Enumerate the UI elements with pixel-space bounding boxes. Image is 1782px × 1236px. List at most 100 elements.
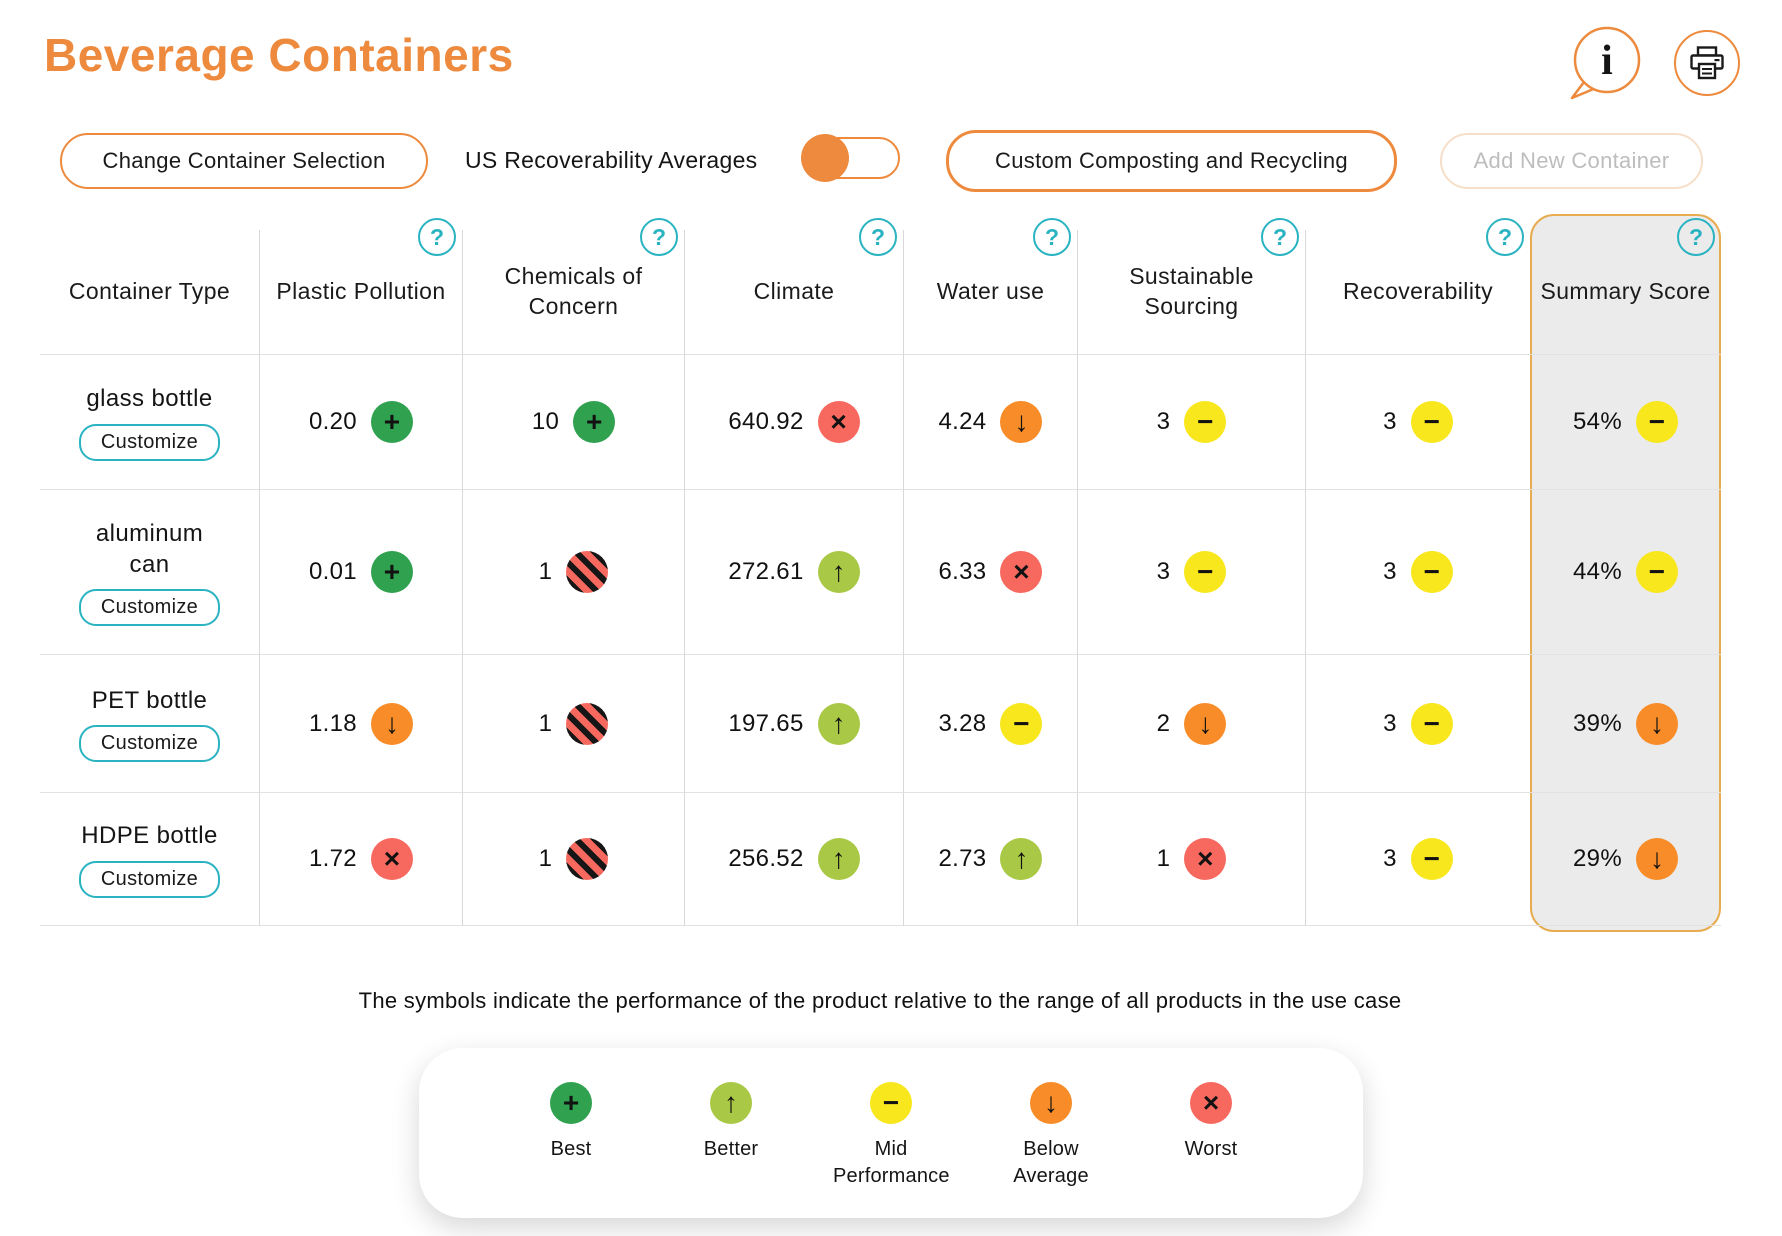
status-icon-below: ↓ bbox=[1635, 838, 1678, 880]
help-icon[interactable]: ? bbox=[640, 218, 678, 256]
cell-value: 1 bbox=[538, 845, 553, 872]
cell-value: 0.20 bbox=[309, 408, 357, 435]
help-icon[interactable]: ? bbox=[1261, 218, 1299, 256]
value-cell-water: 6.33× bbox=[903, 490, 1077, 655]
summary-score-highlight bbox=[1530, 214, 1721, 932]
status-icon-best: + bbox=[370, 401, 413, 443]
legend-card: +Best↑Better−Mid Performance↓Below Avera… bbox=[419, 1048, 1363, 1218]
us-recoverability-toggle-label: US Recoverability Averages bbox=[465, 147, 758, 173]
column-header-label: Plastic Pollution bbox=[276, 278, 446, 305]
cell-value: 4.24 bbox=[938, 408, 987, 435]
cell-value: 1 bbox=[538, 709, 553, 737]
legend-label: Best bbox=[550, 1138, 592, 1160]
value-cell-plastic: 0.01+ bbox=[259, 490, 462, 655]
status-icon-worst: × bbox=[370, 838, 413, 880]
legend-label: Worst bbox=[1184, 1138, 1238, 1160]
legend-label: Mid Performance bbox=[833, 1138, 950, 1187]
status-icon-mid: − bbox=[1184, 551, 1227, 593]
help-icon[interactable]: ? bbox=[1486, 218, 1524, 256]
cell-value: 29% bbox=[1573, 845, 1622, 872]
toggle-knob[interactable] bbox=[801, 134, 849, 182]
legend-item-mid: − Mid Performance bbox=[811, 1082, 971, 1190]
status-icon-na bbox=[566, 551, 609, 593]
value-cell-chemicals: 1 bbox=[462, 490, 684, 655]
us-recoverability-toggle[interactable] bbox=[801, 134, 900, 182]
help-icon[interactable]: ? bbox=[859, 218, 897, 256]
change-container-selection-button[interactable]: Change Container Selection bbox=[60, 133, 428, 189]
status-icon-below: ↓ bbox=[370, 702, 413, 745]
status-icon-below: ↓ bbox=[1635, 702, 1678, 745]
column-header-label: Summary Score bbox=[1540, 278, 1711, 305]
legend-icon-mid: − bbox=[870, 1082, 912, 1124]
column-header-sourcing: Sustainable Sourcing? bbox=[1077, 218, 1305, 355]
legend-icon-worst: × bbox=[1190, 1082, 1232, 1124]
cell-value: 2.73 bbox=[938, 845, 987, 872]
column-header-label: Climate bbox=[753, 278, 835, 305]
cell-value: 3 bbox=[1383, 558, 1397, 585]
legend-item-best: +Best bbox=[491, 1082, 651, 1163]
custom-composting-recycling-button[interactable]: Custom Composting and Recycling bbox=[946, 130, 1397, 192]
customize-button[interactable]: Customize bbox=[78, 860, 221, 898]
info-icon[interactable]: i bbox=[1568, 24, 1644, 102]
customize-button[interactable]: Customize bbox=[78, 725, 221, 763]
help-icon[interactable]: ? bbox=[1033, 218, 1071, 256]
column-header-plastic: Plastic Pollution? bbox=[259, 218, 462, 355]
value-cell-plastic: 1.18 ↓ bbox=[259, 655, 462, 793]
column-header-label: Water use bbox=[936, 278, 1045, 305]
customize-button[interactable]: Customize bbox=[78, 589, 221, 627]
status-icon-best: + bbox=[370, 551, 413, 593]
cell-value: 3 bbox=[1156, 408, 1171, 435]
value-cell-water: 2.73 ↑ bbox=[903, 793, 1077, 926]
value-cell-recoverability: 3− bbox=[1305, 355, 1530, 490]
column-header-summary: Summary Score? bbox=[1530, 218, 1721, 355]
customize-button[interactable]: Customize bbox=[78, 423, 221, 461]
value-cell-sourcing: 3− bbox=[1077, 490, 1305, 655]
status-icon-better: ↑ bbox=[1000, 838, 1043, 880]
column-header-container: Container Type bbox=[40, 230, 259, 355]
value-cell-climate: 272.61↑ bbox=[684, 490, 903, 655]
status-icon-mid: − bbox=[1410, 551, 1453, 593]
header-icons: i bbox=[1568, 24, 1740, 102]
value-cell-plastic: 1.72× bbox=[259, 793, 462, 926]
cell-value: 3.28 bbox=[938, 709, 987, 737]
value-cell-chemicals: 1 bbox=[462, 655, 684, 793]
legend-label: Better bbox=[703, 1138, 759, 1160]
help-icon[interactable]: ? bbox=[1677, 218, 1715, 256]
status-icon-mid: − bbox=[1000, 702, 1043, 745]
legend-caption: The symbols indicate the performance of … bbox=[358, 988, 1402, 1013]
help-icon[interactable]: ? bbox=[418, 218, 456, 256]
column-header-label: Recoverability bbox=[1342, 278, 1494, 305]
status-icon-na bbox=[566, 838, 609, 880]
cell-value: 39% bbox=[1573, 709, 1622, 737]
status-icon-na bbox=[566, 702, 609, 745]
cell-value: 640.92 bbox=[728, 408, 804, 435]
status-icon-mid: − bbox=[1184, 401, 1227, 443]
column-header-chemicals: Chemicals of Concern? bbox=[462, 218, 684, 355]
value-cell-sourcing: 3− bbox=[1077, 355, 1305, 490]
cell-value: 6.33 bbox=[938, 558, 987, 585]
column-header-label: Chemicals of Concern bbox=[504, 263, 643, 319]
status-icon-mid: − bbox=[1410, 401, 1453, 443]
value-cell-recoverability: 3− bbox=[1305, 655, 1530, 793]
print-button[interactable] bbox=[1674, 30, 1740, 96]
cell-value: 256.52 bbox=[728, 845, 804, 872]
cell-value: 3 bbox=[1383, 709, 1397, 737]
value-cell-climate: 640.92× bbox=[684, 355, 903, 490]
value-cell-recoverability: 3− bbox=[1305, 490, 1530, 655]
value-cell-plastic: 0.20 + bbox=[259, 355, 462, 490]
container-name: PET bottle bbox=[91, 686, 208, 714]
cell-value: 197.65 bbox=[728, 709, 804, 737]
cell-value: 3 bbox=[1383, 408, 1397, 435]
cell-value: 10 bbox=[531, 408, 560, 435]
column-header-label: Container Type bbox=[68, 278, 231, 305]
value-cell-chemicals: 10+ bbox=[462, 355, 684, 490]
value-cell-summary: 54%− bbox=[1530, 355, 1721, 490]
cell-value: 1 bbox=[1156, 845, 1171, 872]
value-cell-summary: 44%− bbox=[1530, 490, 1721, 655]
container-name: aluminum can bbox=[95, 519, 204, 578]
cell-value: 1.18 bbox=[309, 709, 357, 737]
value-cell-summary: 29% ↓ bbox=[1530, 793, 1721, 926]
